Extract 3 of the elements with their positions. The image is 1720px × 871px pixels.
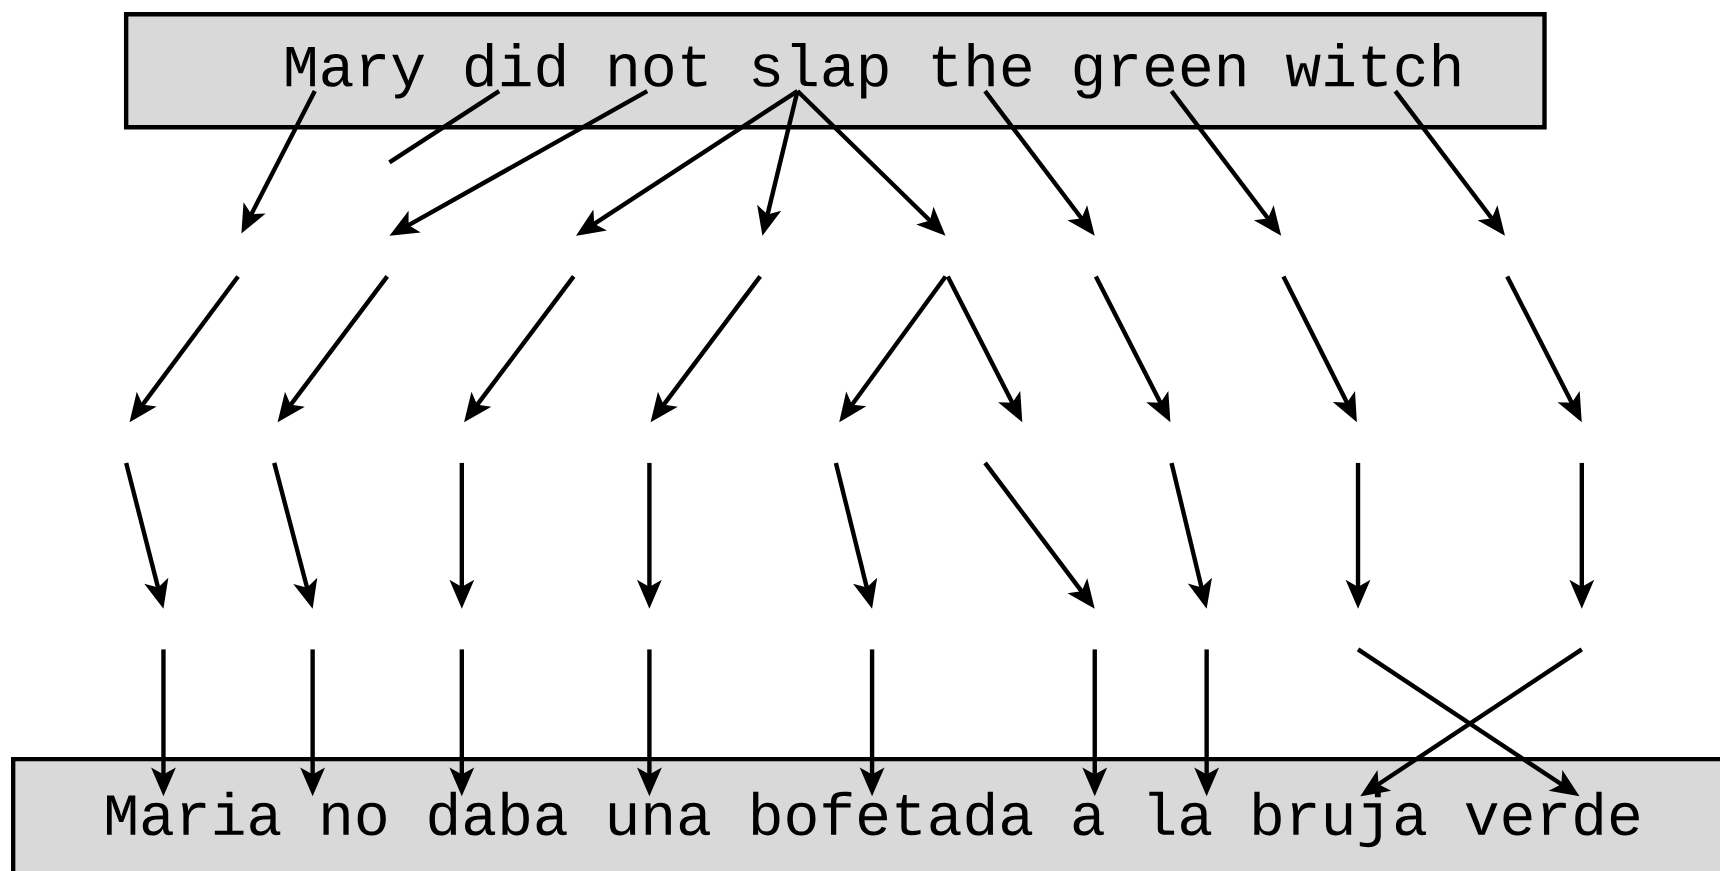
sentence-box: Maria no daba una bofetada a la bruja verde: [10, 756, 1720, 871]
sentence-box: Mary did not slap the green witch: [123, 12, 1547, 130]
line: [388, 89, 501, 165]
